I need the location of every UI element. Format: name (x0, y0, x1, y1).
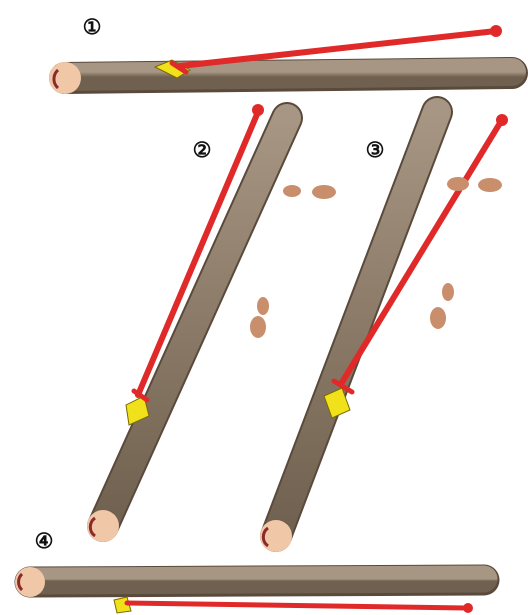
step-1-label: ① (83, 14, 102, 39)
step-3-illustration: ③ (260, 112, 508, 552)
step-4-label: ④ (35, 528, 54, 553)
footprint-icon (430, 177, 502, 329)
log-icon (49, 62, 512, 94)
step-3-label: ③ (366, 137, 385, 162)
rope-icon (127, 603, 473, 613)
log-icon (260, 112, 437, 552)
step-1-illustration: ① (49, 14, 512, 94)
step-2-label: ② (193, 137, 212, 162)
log-icon (15, 567, 484, 597)
step-4-illustration: ④ (15, 528, 484, 613)
